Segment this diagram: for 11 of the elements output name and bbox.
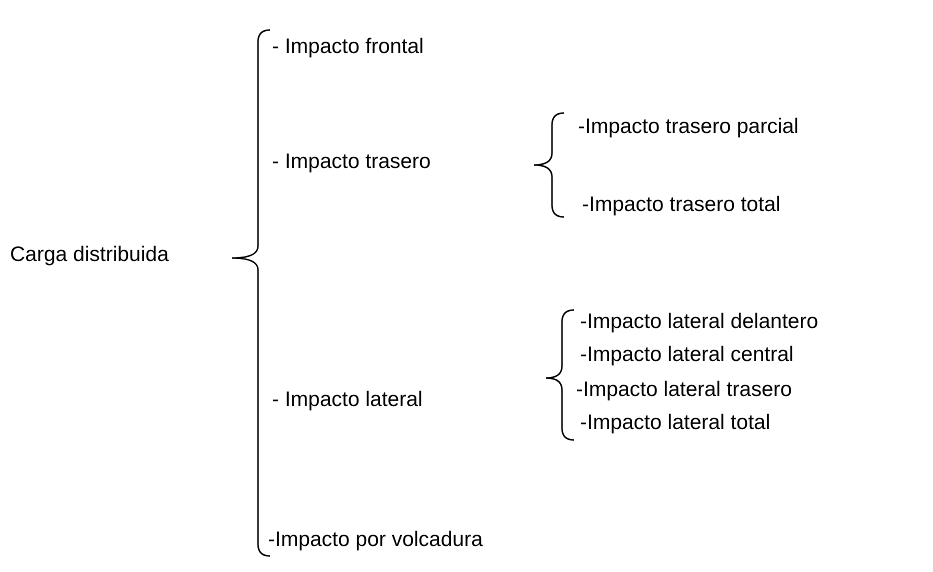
- branch-label: -Impacto trasero total: [582, 192, 780, 218]
- branch-label: -Impacto por volcadura: [268, 527, 483, 553]
- branch-label: - Impacto trasero: [272, 149, 431, 175]
- branch-label: - Impacto lateral: [272, 387, 423, 413]
- branch-label: -Impacto lateral total: [580, 410, 770, 436]
- branch-label: - Impacto frontal: [272, 34, 424, 60]
- branch-label: -Impacto lateral delantero: [580, 309, 818, 335]
- branch-label: -Impacto trasero parcial: [578, 114, 799, 140]
- root-label: Carga distribuida: [10, 242, 169, 268]
- branch-label: -Impacto lateral central: [580, 342, 794, 368]
- branch-label: -Impacto lateral trasero: [576, 377, 792, 403]
